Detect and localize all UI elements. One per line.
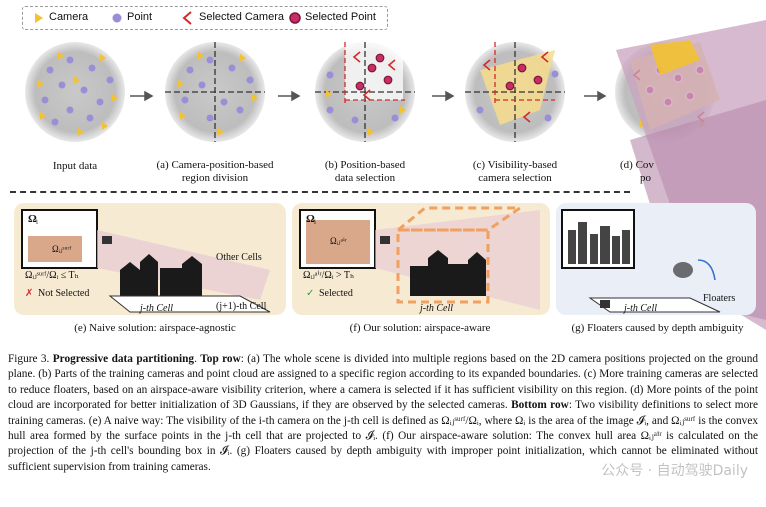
omega-i-e-sub: i <box>36 218 38 226</box>
air-label-f: Ωᵢⱼᵃⁱʳ <box>330 236 347 246</box>
caption-g: (g) Floaters caused by depth ambiguity <box>571 322 744 334</box>
caption-title: Progressive data partitioning <box>52 353 195 365</box>
camera-f <box>380 236 390 244</box>
caption-d-line1: (d) Cov <box>620 159 654 171</box>
camera-e <box>102 236 112 244</box>
caption-d-line2: po <box>640 172 651 184</box>
check-mark: ✓ <box>306 288 315 299</box>
input-data-sphere <box>25 42 125 142</box>
bottom-row-diagrams <box>21 206 721 313</box>
floaters-label: Floaters <box>703 293 736 304</box>
sphere-b <box>315 42 415 142</box>
omega-i-e: Ω <box>28 213 37 225</box>
jth-cell-g: j-th Cell <box>624 303 658 314</box>
caption-a-line2: region division <box>181 172 249 184</box>
caption-input: Input data <box>52 160 98 172</box>
jth-cell-e: j-th Cell <box>140 303 174 314</box>
selected-label: Selected <box>319 288 353 299</box>
figure-3: Camera Point Selected Camera Selected Po… <box>10 6 766 334</box>
caption-b-line2: data selection <box>334 172 396 184</box>
j1th-cell-label: (j+1)-th Cell <box>216 301 267 312</box>
caption-top-row: Top row <box>200 353 241 365</box>
legend-selected-point: Selected Point <box>305 11 376 23</box>
caption-e: (e) Naive solution: airspace-agnostic <box>74 322 236 334</box>
camera-g <box>600 300 610 308</box>
caption-text-2: : Two visibility definitions to select m… <box>8 399 758 473</box>
figure-caption: Figure 3. Progressive data partitioning.… <box>8 353 759 473</box>
sphere-c <box>465 42 565 142</box>
surf-label-e: Ωᵢⱼˢᵘʳᶠ <box>52 244 72 254</box>
not-selected-label: Not Selected <box>38 288 90 299</box>
legend-selected-camera: Selected Camera <box>199 11 284 23</box>
caption-c-line1: (c) Visibility-based <box>472 159 558 171</box>
legend-camera: Camera <box>49 11 89 23</box>
legend: Camera Point Selected Camera Selected Po… <box>22 6 388 30</box>
legend-glyphs <box>35 11 301 25</box>
legend-point: Point <box>127 11 153 23</box>
caption-b-line1: (b) Position-based <box>324 159 406 171</box>
sphere-a <box>165 42 265 142</box>
caption-text-1: : (a) The whole scene is divided into mu… <box>8 353 759 412</box>
caption-c-line2: camera selection <box>478 172 552 184</box>
omega-i-f-sub: i <box>314 218 316 226</box>
condition-f: Ωᵢⱼᵃⁱʳ/Ωᵢ > Tₕ <box>303 270 355 281</box>
camera-icon <box>35 13 43 23</box>
row-separator <box>10 191 630 193</box>
cross-mark: ✗ <box>25 288 34 299</box>
caption-bottom-row: Bottom row <box>511 399 569 412</box>
jth-cell-f: j-th Cell <box>420 303 454 314</box>
other-cells-label: Other Cells <box>216 252 262 263</box>
caption-f: (f) Our solution: airspace-aware <box>349 322 491 334</box>
caption-fig-num: Figure 3. <box>8 353 50 365</box>
selected-point-icon <box>289 12 301 24</box>
watermark: 公众号 · 自动驾驶Daily <box>601 463 748 479</box>
selected-camera-icon <box>182 11 192 25</box>
caption-a-line1: (a) Camera-position-based <box>156 159 274 171</box>
condition-e: Ωᵢⱼˢᵘʳᶠ/Ωᵢ ≤ Tₕ <box>25 270 79 281</box>
omega-i-f: Ω <box>306 213 315 225</box>
floater-blob <box>673 262 693 278</box>
point-icon <box>112 13 122 23</box>
